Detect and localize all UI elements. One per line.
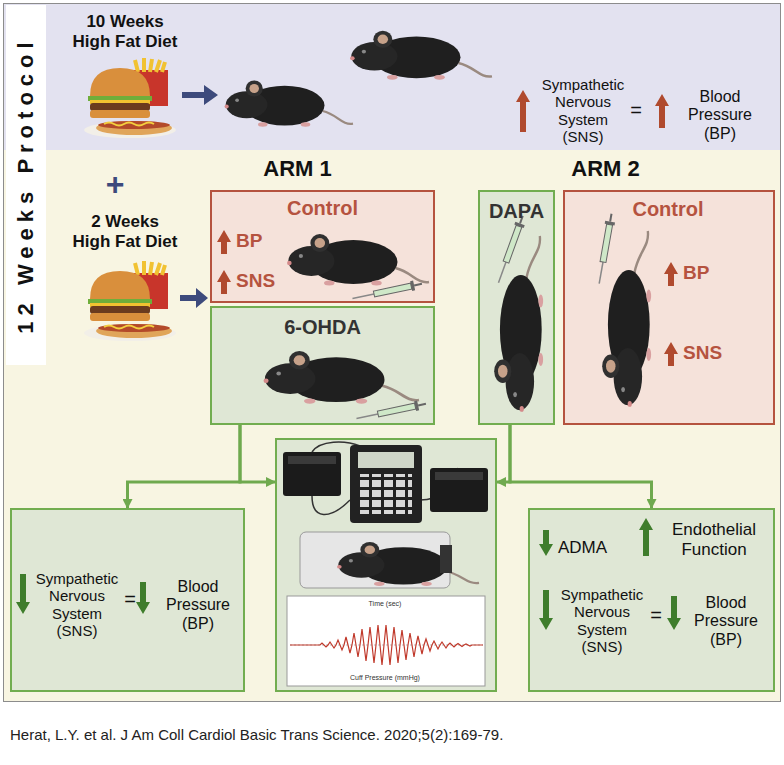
syringe-illustration (351, 213, 616, 424)
tail-cuff-equipment (283, 442, 488, 686)
sns-label: Sympathetic Nervous System (SNS) (558, 586, 646, 655)
arm-heading: ARM 2 (548, 156, 663, 181)
outer-frame (4, 4, 781, 702)
sns-label: SNS (683, 342, 743, 364)
bp-label: BP (683, 262, 733, 284)
diet-label: 10 Weeks High Fat Diet (71, 12, 179, 51)
marker-label: Endothelial Function (658, 520, 770, 559)
sns-label: Sympathetic Nervous System (SNS) (538, 76, 628, 145)
connector-arrow (497, 425, 510, 482)
connector-arrow (128, 425, 241, 508)
equals-sign: = (628, 99, 644, 122)
bp-label: BP (236, 230, 280, 252)
sns-label: SNS (236, 270, 288, 292)
mouse-illustration (225, 31, 652, 412)
arm-heading: ARM 1 (240, 156, 355, 181)
axis-label: Time (sec) (335, 600, 435, 608)
control-box: ControlBP SNS (563, 190, 775, 425)
group-title: DAPA (480, 200, 553, 223)
equals-sign: = (122, 588, 138, 611)
result-box: ADMA Endothelial FunctionSympathetic Nerv… (528, 508, 775, 692)
bp-label: Blood Pressure (BP) (680, 88, 760, 143)
trend-arrows (16, 90, 681, 630)
group-title: 6-OHDA (250, 316, 395, 339)
arms-band: +2 Weeks High Fat Diet ARM 1 ARM 2 ControlB… (3, 150, 781, 702)
control-box: ControlBP SNS (210, 190, 435, 303)
group-title: Control (603, 198, 733, 221)
connector-arrow (240, 425, 275, 482)
connector-arrow (510, 425, 652, 508)
plus-sign: + (100, 166, 130, 203)
result-box: Sympathetic Nervous System (SNS)= Blood P… (10, 508, 245, 692)
protocol-band: 10 Weeks High Fat DietSympathetic Nervou… (3, 3, 781, 150)
equals-sign: = (648, 604, 664, 627)
treatment-box: 6-OHDA (210, 306, 435, 425)
protocol-label: 12 Weeks Protocol (6, 5, 46, 365)
diet-label: 2 Weeks High Fat Diet (71, 212, 179, 251)
citation-caption: Herat, L.Y. et al. J Am Coll Cardiol Bas… (10, 726, 776, 744)
diet-illustration (84, 58, 218, 341)
group-title: Control (250, 197, 395, 220)
bp-label: Blood Pressure (BP) (156, 578, 240, 633)
measurement-box: Time (sec) Cuff Pressure (mmHg) (275, 438, 497, 692)
axis-label: Cuff Pressure (mmHg) (315, 674, 455, 682)
sns-label: Sympathetic Nervous System (SNS) (34, 570, 120, 639)
bp-label: Blood Pressure (BP) (684, 594, 768, 649)
treatment-box: DAPA (478, 190, 555, 425)
marker-label: ADMA (558, 538, 628, 558)
